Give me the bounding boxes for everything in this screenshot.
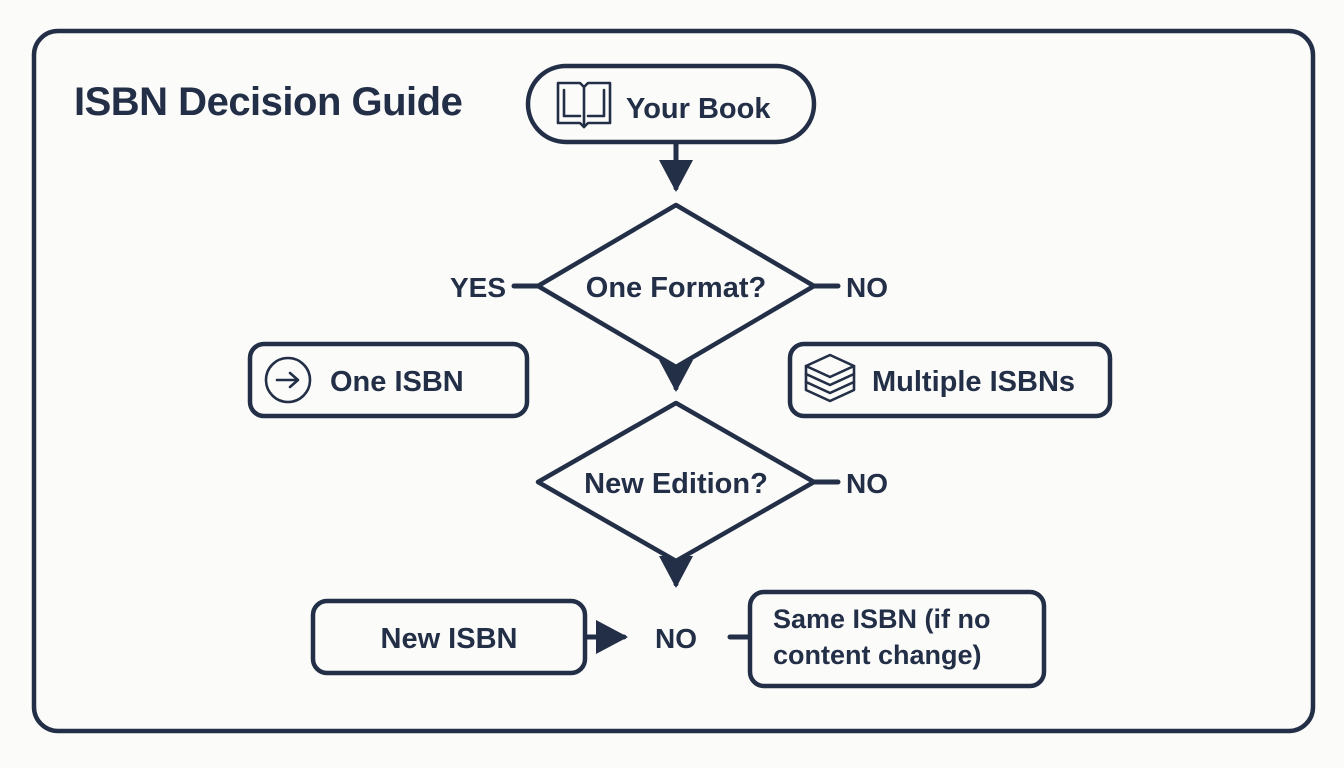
your-book-label: Your Book	[626, 93, 771, 125]
new-edition-label: New Edition?	[584, 468, 768, 500]
one-isbn-box[interactable]	[247, 341, 530, 419]
node-same-isbn[interactable]: Same ISBN (if no content change)	[747, 589, 1047, 689]
arrow-right-circle-icon	[264, 356, 312, 404]
edge-label-yes-one-format: YES	[450, 272, 506, 303]
same-isbn-label-line1: Same ISBN (if no	[773, 604, 991, 634]
one-isbn-label: One ISBN	[330, 366, 464, 398]
edge-label-no-one-format: NO	[846, 272, 888, 303]
same-isbn-label-line2: content change)	[773, 640, 982, 670]
open-book-icon	[556, 81, 612, 129]
node-one-format[interactable]: One Format?	[535, 202, 817, 370]
new-isbn-box[interactable]	[310, 598, 588, 676]
node-one-isbn[interactable]: One ISBN	[247, 341, 530, 419]
multiple-isbns-label: Multiple ISBNs	[872, 366, 1075, 398]
node-new-isbn[interactable]: New ISBN	[310, 598, 588, 676]
same-isbn-box[interactable]	[747, 589, 1047, 689]
one-format-label: One Format?	[586, 272, 766, 304]
page-title: ISBN Decision Guide	[74, 80, 462, 124]
new-edition-diamond[interactable]	[535, 400, 817, 564]
node-new-edition[interactable]: New Edition?	[535, 400, 817, 564]
stacked-books-icon	[804, 353, 856, 403]
one-format-diamond[interactable]	[535, 202, 817, 370]
new-isbn-label: New ISBN	[381, 623, 518, 655]
multiple-isbns-box[interactable]	[787, 341, 1113, 419]
node-your-book[interactable]: Your Book	[525, 63, 817, 145]
node-multiple-isbns[interactable]: Multiple ISBNs	[787, 341, 1113, 419]
edge-label-no-bottom: NO	[655, 623, 697, 654]
edge-label-no-new-edition: NO	[846, 468, 888, 499]
